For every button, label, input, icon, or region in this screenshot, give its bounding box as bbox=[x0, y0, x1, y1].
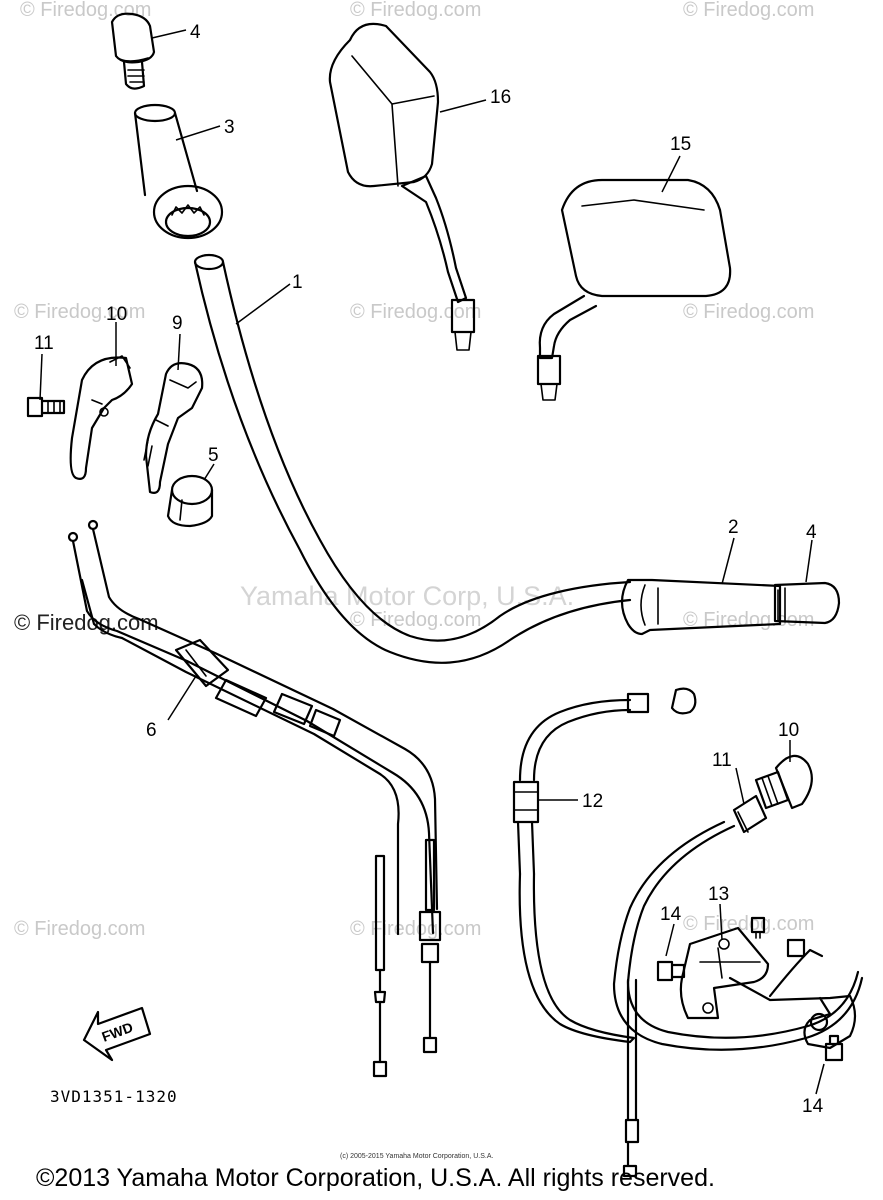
part-4-grip-end-right bbox=[773, 581, 841, 625]
part-16-mirror bbox=[328, 22, 476, 351]
diagram-code: 3VD1351-1320 bbox=[50, 1087, 178, 1106]
part-3-throttle-grip bbox=[133, 103, 224, 240]
part-14-bolt-upper bbox=[656, 960, 686, 982]
part-15-mirror bbox=[536, 178, 732, 401]
callout-15: 15 bbox=[670, 134, 691, 155]
watermark: © Firedog.com bbox=[14, 301, 145, 323]
watermark: © Firedog.com bbox=[350, 301, 481, 323]
callouts: 4 3 1 16 15 10 9 11 5 6 2 4 12 10 11 13 bbox=[34, 22, 825, 1117]
small-copyright: (c) 2005-2015 Yamaha Motor Corporation, … bbox=[340, 1153, 493, 1160]
part-6-throttle-cables bbox=[67, 519, 442, 1078]
watermark: © Firedog.com bbox=[350, 918, 481, 940]
watermark: © Firedog.com bbox=[683, 913, 814, 935]
callout-4: 4 bbox=[190, 22, 201, 43]
callout-9: 11 bbox=[34, 333, 54, 354]
watermark: © Firedog.com bbox=[350, 609, 481, 631]
watermark-yamaha: Yamaha Motor Corp, U.S.A. bbox=[240, 581, 574, 611]
watermark: © Firedog.com bbox=[14, 918, 145, 940]
watermark: © Firedog.com bbox=[350, 0, 481, 21]
fwd-arrow: FWD bbox=[82, 1006, 152, 1062]
callout-4-right: 4 bbox=[806, 522, 817, 543]
part-2-grip bbox=[620, 578, 782, 636]
part-misc-screw bbox=[750, 916, 766, 939]
watermark: © Firedog.com bbox=[683, 0, 814, 21]
watermark: © Firedog.com bbox=[683, 301, 814, 323]
callout-1: 1 bbox=[292, 272, 303, 293]
callout-14-upper: 14 bbox=[660, 904, 682, 925]
callout-3: 3 bbox=[224, 117, 235, 138]
callout-5: 5 bbox=[208, 445, 219, 466]
callout-7: 9 bbox=[172, 313, 183, 334]
callout-10: 10 bbox=[778, 720, 799, 741]
callout-11: 11 bbox=[712, 750, 732, 771]
part-1-handlebar bbox=[193, 253, 632, 664]
part-8-bracket bbox=[69, 355, 134, 480]
callout-8: 10 bbox=[106, 304, 127, 325]
part-14-bolt-lower bbox=[824, 1034, 844, 1062]
callout-12: 12 bbox=[582, 791, 603, 812]
watermark: © Firedog.com bbox=[20, 0, 151, 21]
footer-copyright: ©2013 Yamaha Motor Corporation, U.S.A. A… bbox=[36, 1164, 715, 1192]
watermark: © Firedog.com bbox=[683, 609, 814, 631]
part-5-collar bbox=[166, 474, 214, 528]
callout-16: 16 bbox=[490, 87, 511, 108]
part-4-grip-end bbox=[110, 12, 156, 90]
callout-2: 2 bbox=[728, 517, 739, 538]
part-7-holder bbox=[143, 362, 204, 494]
callout-14-lower: 14 bbox=[802, 1096, 824, 1117]
part-10-11-switch bbox=[612, 754, 864, 1051]
callout-13: 13 bbox=[708, 884, 729, 905]
callout-6: 6 bbox=[146, 720, 157, 741]
watermarks: © Firedog.com © Firedog.com © Firedog.co… bbox=[14, 0, 814, 940]
part-12-cable bbox=[512, 687, 697, 1178]
part-13-bracket bbox=[679, 926, 857, 1050]
watermark: © Firedog.com bbox=[14, 610, 159, 635]
part-9-bolt bbox=[26, 396, 66, 418]
